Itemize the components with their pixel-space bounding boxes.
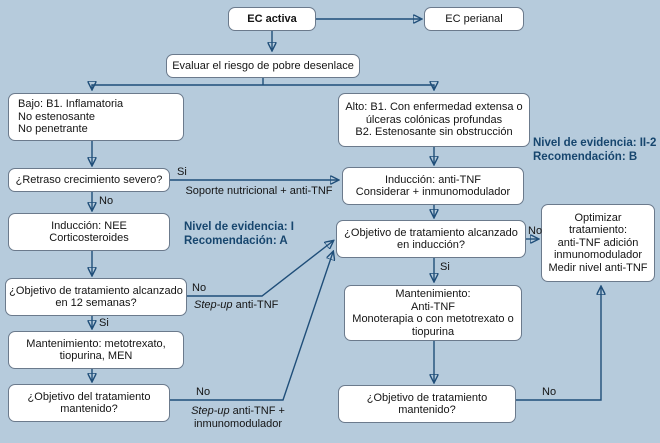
arrow-mantenido-izq-no-stepup xyxy=(170,252,333,401)
node-objetivo-induccion: ¿Objetivo de tratamiento alcanzado en in… xyxy=(336,220,526,258)
label-no-objetivo-induccion: No xyxy=(528,225,543,237)
node-objetivo-mantenido-izq: ¿Objetivo del tratamiento mantenido? xyxy=(8,384,170,422)
node-riesgo-alto: Alto: B1. Con enfermedad extensa o úlcer… xyxy=(338,93,530,147)
node-objetivo-12-semanas: ¿Objetivo de tratamiento alcanzado en 12… xyxy=(5,278,187,316)
node-objetivo-mantenido-der: ¿Objetivo de tratamiento mantenido? xyxy=(338,385,516,423)
arrow-evaluar-to-alto xyxy=(263,85,434,89)
step-up-word: Step-up xyxy=(194,299,233,311)
node-induccion-nee: Inducción: NEE Corticosteroides xyxy=(8,213,170,251)
node-evaluar-riesgo: Evaluar el riesgo de pobre desenlace xyxy=(166,54,360,78)
label-no-objetivo-12: No xyxy=(192,282,207,294)
label-si-retraso: Si xyxy=(177,166,187,178)
node-ec-activa: EC activa xyxy=(228,7,316,31)
note-step-up-anti-tnf: Step-up anti-TNF xyxy=(194,299,278,312)
node-retraso-crecimiento: ¿Retraso crecimiento severo? xyxy=(8,168,170,192)
label-no-retraso: No xyxy=(99,195,114,207)
label-no-mantenido-der: No xyxy=(542,386,557,398)
step-up-rest: anti-TNF xyxy=(232,299,279,311)
node-mantenimiento-der: Mantenimiento: Anti-TNF Monoterapia o co… xyxy=(344,285,522,341)
arrow-objetivo12-no-stepup xyxy=(187,241,333,297)
node-optimizar-tratamiento: Optimizar tratamiento: anti-TNF adición … xyxy=(541,204,655,282)
node-ec-perianal: EC perianal xyxy=(424,7,524,31)
node-riesgo-bajo: Bajo: B1. Inflamatoria No estenosante No… xyxy=(8,93,184,141)
note-soporte-nutricional: Soporte nutricional + anti-TNF xyxy=(185,185,333,197)
arrow-mantenido-der-no-to-optimizar xyxy=(516,287,601,401)
label-no-mantenido-izq: No xyxy=(196,386,211,398)
note-step-up-anti-tnf-inmuno: Step-up anti-TNF + inmunomodulador xyxy=(186,405,290,430)
step-up-word: Step-up xyxy=(191,405,230,417)
label-si-objetivo-induccion: Si xyxy=(440,261,450,273)
step-up-rest: anti-TNF + inmunomodulador xyxy=(193,405,285,430)
note-nivel-evidencia-2: Nivel de evidencia: II-2 Recomendación: … xyxy=(533,137,657,163)
label-si-objetivo-12: Si xyxy=(99,317,109,329)
arrow-evaluar-to-bajo xyxy=(92,85,263,89)
node-mantenimiento-izq: Mantenimiento: metotrexato, tiopurina, M… xyxy=(8,331,184,369)
note-nivel-evidencia-1: Nivel de evidencia: I Recomendación: A xyxy=(184,221,294,247)
node-induccion-anti-tnf: Inducción: anti-TNF Considerar + inmunom… xyxy=(342,167,524,205)
